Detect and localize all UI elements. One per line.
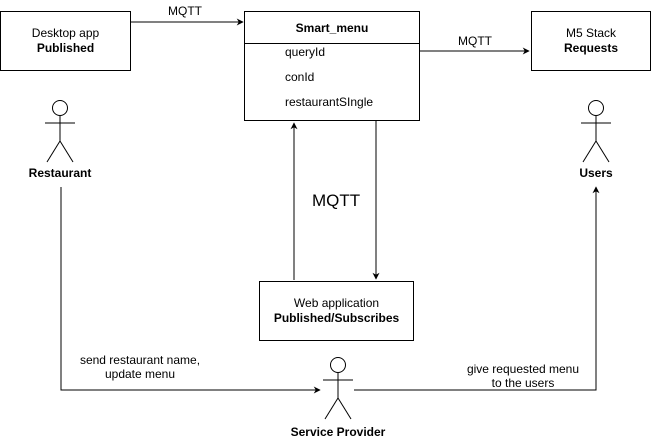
desktop-app-node: Desktop app Published [0, 11, 131, 71]
restaurant-actor-icon [45, 100, 75, 163]
edge-label-provider-line-1: give requested menu [466, 362, 580, 376]
desktop-app-role: Published [36, 41, 95, 55]
edge-label-service-provider-to-users: give requested menu to the users [458, 362, 588, 390]
m5-stack-title: M5 Stack [565, 26, 616, 40]
service-provider-actor-icon [323, 357, 353, 420]
smart-menu-field-query-id: queryId [285, 45, 326, 59]
edge-label-restaurant-line-2: update menu [104, 367, 176, 381]
smart-menu-node: Smart_menu queryId conId restaurantSIngl… [244, 11, 420, 121]
users-actor-label: Users [579, 166, 613, 180]
smart-menu-title: Smart_menu [245, 12, 419, 44]
web-application-node: Web application Published/Subscribes [259, 281, 414, 341]
m5-stack-node: M5 Stack Requests [531, 11, 651, 71]
m5-stack-role: Requests [563, 41, 619, 55]
edge-label-smart-menu-web-app: MQTT [312, 191, 361, 210]
edge-service-provider-to-users [354, 186, 600, 391]
service-provider-actor-label: Service Provider [290, 425, 386, 439]
web-application-title: Web application [293, 296, 380, 310]
edge-label-provider-line-2: to the users [491, 376, 555, 390]
edge-label-restaurant-line-1: send restaurant name, [79, 353, 201, 367]
smart-menu-field-con-id: conId [285, 70, 315, 84]
restaurant-actor-label: Restaurant [28, 166, 92, 180]
users-actor-icon [581, 100, 611, 163]
edge-label-desktop-to-smart-menu: MQTT [168, 4, 202, 18]
desktop-app-title: Desktop app [31, 26, 100, 40]
edge-label-smart-menu-to-m5-stack: MQTT [458, 34, 492, 48]
web-application-role: Published/Subscribes [273, 311, 400, 325]
edge-restaurant-to-service-provider [60, 187, 321, 394]
smart-menu-field-restaurant-single: restaurantSIngle [285, 95, 374, 109]
edge-label-restaurant-to-service-provider: send restaurant name, update menu [70, 353, 210, 381]
